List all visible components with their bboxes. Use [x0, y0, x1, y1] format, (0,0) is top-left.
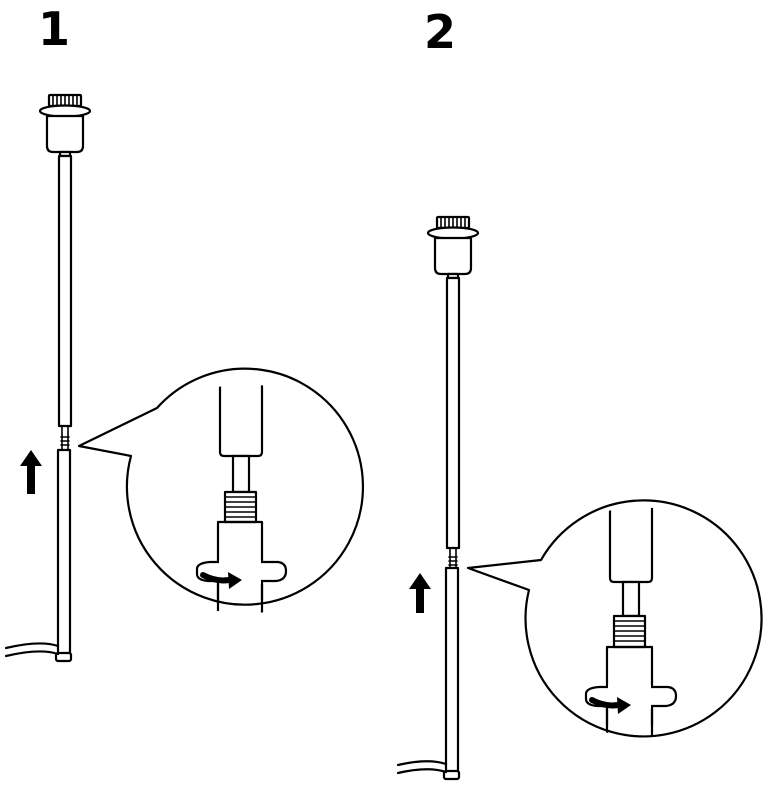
up-arrow-icon: [20, 450, 42, 494]
lamp-socket-icon: [38, 93, 92, 158]
up-arrow-icon: [409, 573, 431, 613]
rotate-arrow-icon: [200, 572, 242, 589]
step-2-lamp: [396, 215, 480, 781]
step-number-2: 2: [424, 5, 457, 59]
rotate-arrow-icon: [589, 697, 631, 714]
step-2-detail-callout: [466, 499, 763, 738]
lamp-socket-icon: [426, 215, 480, 280]
step-1-detail-callout: [77, 367, 364, 614]
step-number-1: 1: [38, 2, 71, 56]
step-1-lamp: [4, 93, 92, 663]
